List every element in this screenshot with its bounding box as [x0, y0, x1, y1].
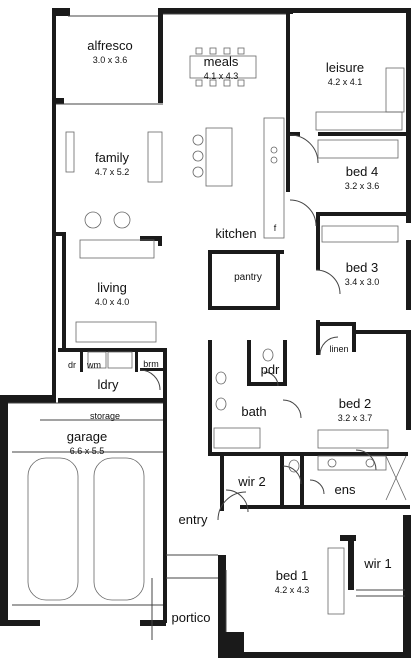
- room-portico-name: portico: [171, 610, 211, 625]
- room-ens: ens: [325, 482, 365, 499]
- partition-lines: [8, 13, 405, 640]
- room-ens-name: ens: [334, 482, 356, 497]
- exterior-walls: [0, 8, 411, 658]
- room-family: family 4.7 x 5.2: [72, 150, 152, 177]
- room-bed3: bed 3 3.4 x 3.0: [322, 260, 402, 287]
- room-kitchen: kitchen: [205, 226, 267, 243]
- room-brm: brm: [140, 355, 162, 372]
- room-bath: bath: [232, 404, 276, 421]
- room-bed1-dims: 4.2 x 4.3: [274, 584, 310, 595]
- room-leisure: leisure 4.2 x 4.1: [305, 60, 385, 87]
- room-bath-name: bath: [241, 404, 267, 419]
- room-meals-dims: 4.1 x 4.3: [203, 70, 239, 81]
- room-bed1-name: bed 1: [275, 568, 309, 583]
- room-entry-name: entry: [178, 512, 208, 527]
- room-storage-name: storage: [89, 411, 121, 421]
- room-pantry: pantry: [220, 268, 276, 285]
- room-brm-name: brm: [143, 359, 159, 369]
- room-family-name: family: [95, 150, 129, 165]
- door-swings: [139, 134, 377, 521]
- room-ldry: ldry: [86, 377, 130, 394]
- interior-walls: [56, 13, 410, 623]
- room-pdr: pdr: [255, 362, 285, 379]
- room-pantry-name: pantry: [234, 272, 262, 283]
- room-linen-name: linen: [329, 344, 349, 354]
- room-leisure-name: leisure: [325, 60, 365, 75]
- room-living-name: living: [97, 280, 127, 295]
- room-wir2-name: wir 2: [238, 474, 266, 489]
- room-family-dims: 4.7 x 5.2: [94, 166, 130, 177]
- fridge-label: f: [268, 219, 282, 236]
- room-storage: storage: [80, 407, 130, 424]
- room-living: living 4.0 x 4.0: [72, 280, 152, 307]
- room-kitchen-name: kitchen: [215, 226, 257, 241]
- room-meals-name: meals: [203, 54, 239, 69]
- room-garage-dims: 6.6 x 5.5: [69, 445, 105, 456]
- furniture: [27, 47, 407, 615]
- fridge-label-text: f: [273, 223, 277, 233]
- room-ldry-name: ldry: [97, 377, 119, 392]
- room-meals: meals 4.1 x 4.3: [185, 54, 257, 81]
- room-wir2: wir 2: [230, 474, 274, 491]
- room-linen: linen: [322, 340, 356, 357]
- room-portico: portico: [164, 610, 218, 627]
- room-bed1: bed 1 4.2 x 4.3: [260, 568, 324, 595]
- room-living-dims: 4.0 x 4.0: [94, 296, 130, 307]
- room-bed2: bed 2 3.2 x 3.7: [320, 396, 390, 423]
- room-bed4-name: bed 4: [345, 164, 379, 179]
- room-bed2-dims: 3.2 x 3.7: [337, 412, 373, 423]
- room-garage-name: garage: [66, 429, 108, 444]
- room-wir1-name: wir 1: [364, 556, 392, 571]
- room-bed3-name: bed 3: [345, 260, 379, 275]
- room-wm: wm: [84, 356, 104, 373]
- room-wir1: wir 1: [356, 556, 400, 573]
- room-bed2-name: bed 2: [338, 396, 372, 411]
- room-pdr-name: pdr: [260, 362, 280, 377]
- room-alfresco-name: alfresco: [87, 38, 133, 53]
- room-bed4-dims: 3.2 x 3.6: [344, 180, 380, 191]
- room-wm-name: wm: [87, 360, 101, 370]
- room-entry: entry: [170, 512, 216, 529]
- room-alfresco: alfresco 3.0 x 3.6: [70, 38, 150, 65]
- room-bed4: bed 4 3.2 x 3.6: [322, 164, 402, 191]
- room-dr: dr: [63, 356, 81, 373]
- room-dr-name: dr: [67, 360, 76, 370]
- room-leisure-dims: 4.2 x 4.1: [327, 76, 363, 87]
- room-bed3-dims: 3.4 x 3.0: [344, 276, 380, 287]
- room-garage: garage 6.6 x 5.5: [50, 429, 124, 456]
- room-alfresco-dims: 3.0 x 3.6: [92, 54, 128, 65]
